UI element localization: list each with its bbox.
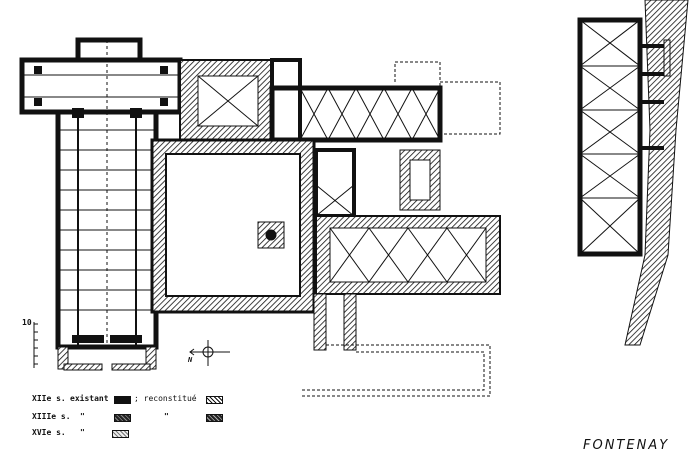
- legend-period-13: XIIIe s.: [32, 412, 71, 421]
- north-arrow-icon: [189, 340, 230, 366]
- legend-period-16: XVIe s.: [32, 428, 66, 437]
- north-label: N: [188, 356, 193, 364]
- east-range: [179, 58, 501, 143]
- legend-swatch-12-existing: [114, 396, 131, 404]
- legend-sep-12: ; reconstitué: [134, 394, 197, 403]
- legend-label-16: ": [80, 428, 85, 437]
- legend-swatch-13-existing: [114, 414, 131, 422]
- scale-label: 10: [22, 318, 32, 327]
- legend-label-12: existant: [70, 394, 109, 403]
- legend-swatch-13-reconstructed: [206, 414, 223, 422]
- plan-title: FONTENAY: [583, 438, 670, 453]
- cloister: [150, 138, 316, 314]
- legend-period-12: XIIe s.: [32, 394, 66, 403]
- legend-swatch-12-reconstructed: [206, 396, 223, 404]
- legend-sep-13: ": [164, 412, 169, 421]
- detached-plan: [577, 0, 689, 346]
- legend-label-13: ": [80, 412, 85, 421]
- scale-bar: [33, 322, 38, 368]
- legend-swatch-16: [112, 430, 129, 438]
- forge-building: [300, 148, 501, 397]
